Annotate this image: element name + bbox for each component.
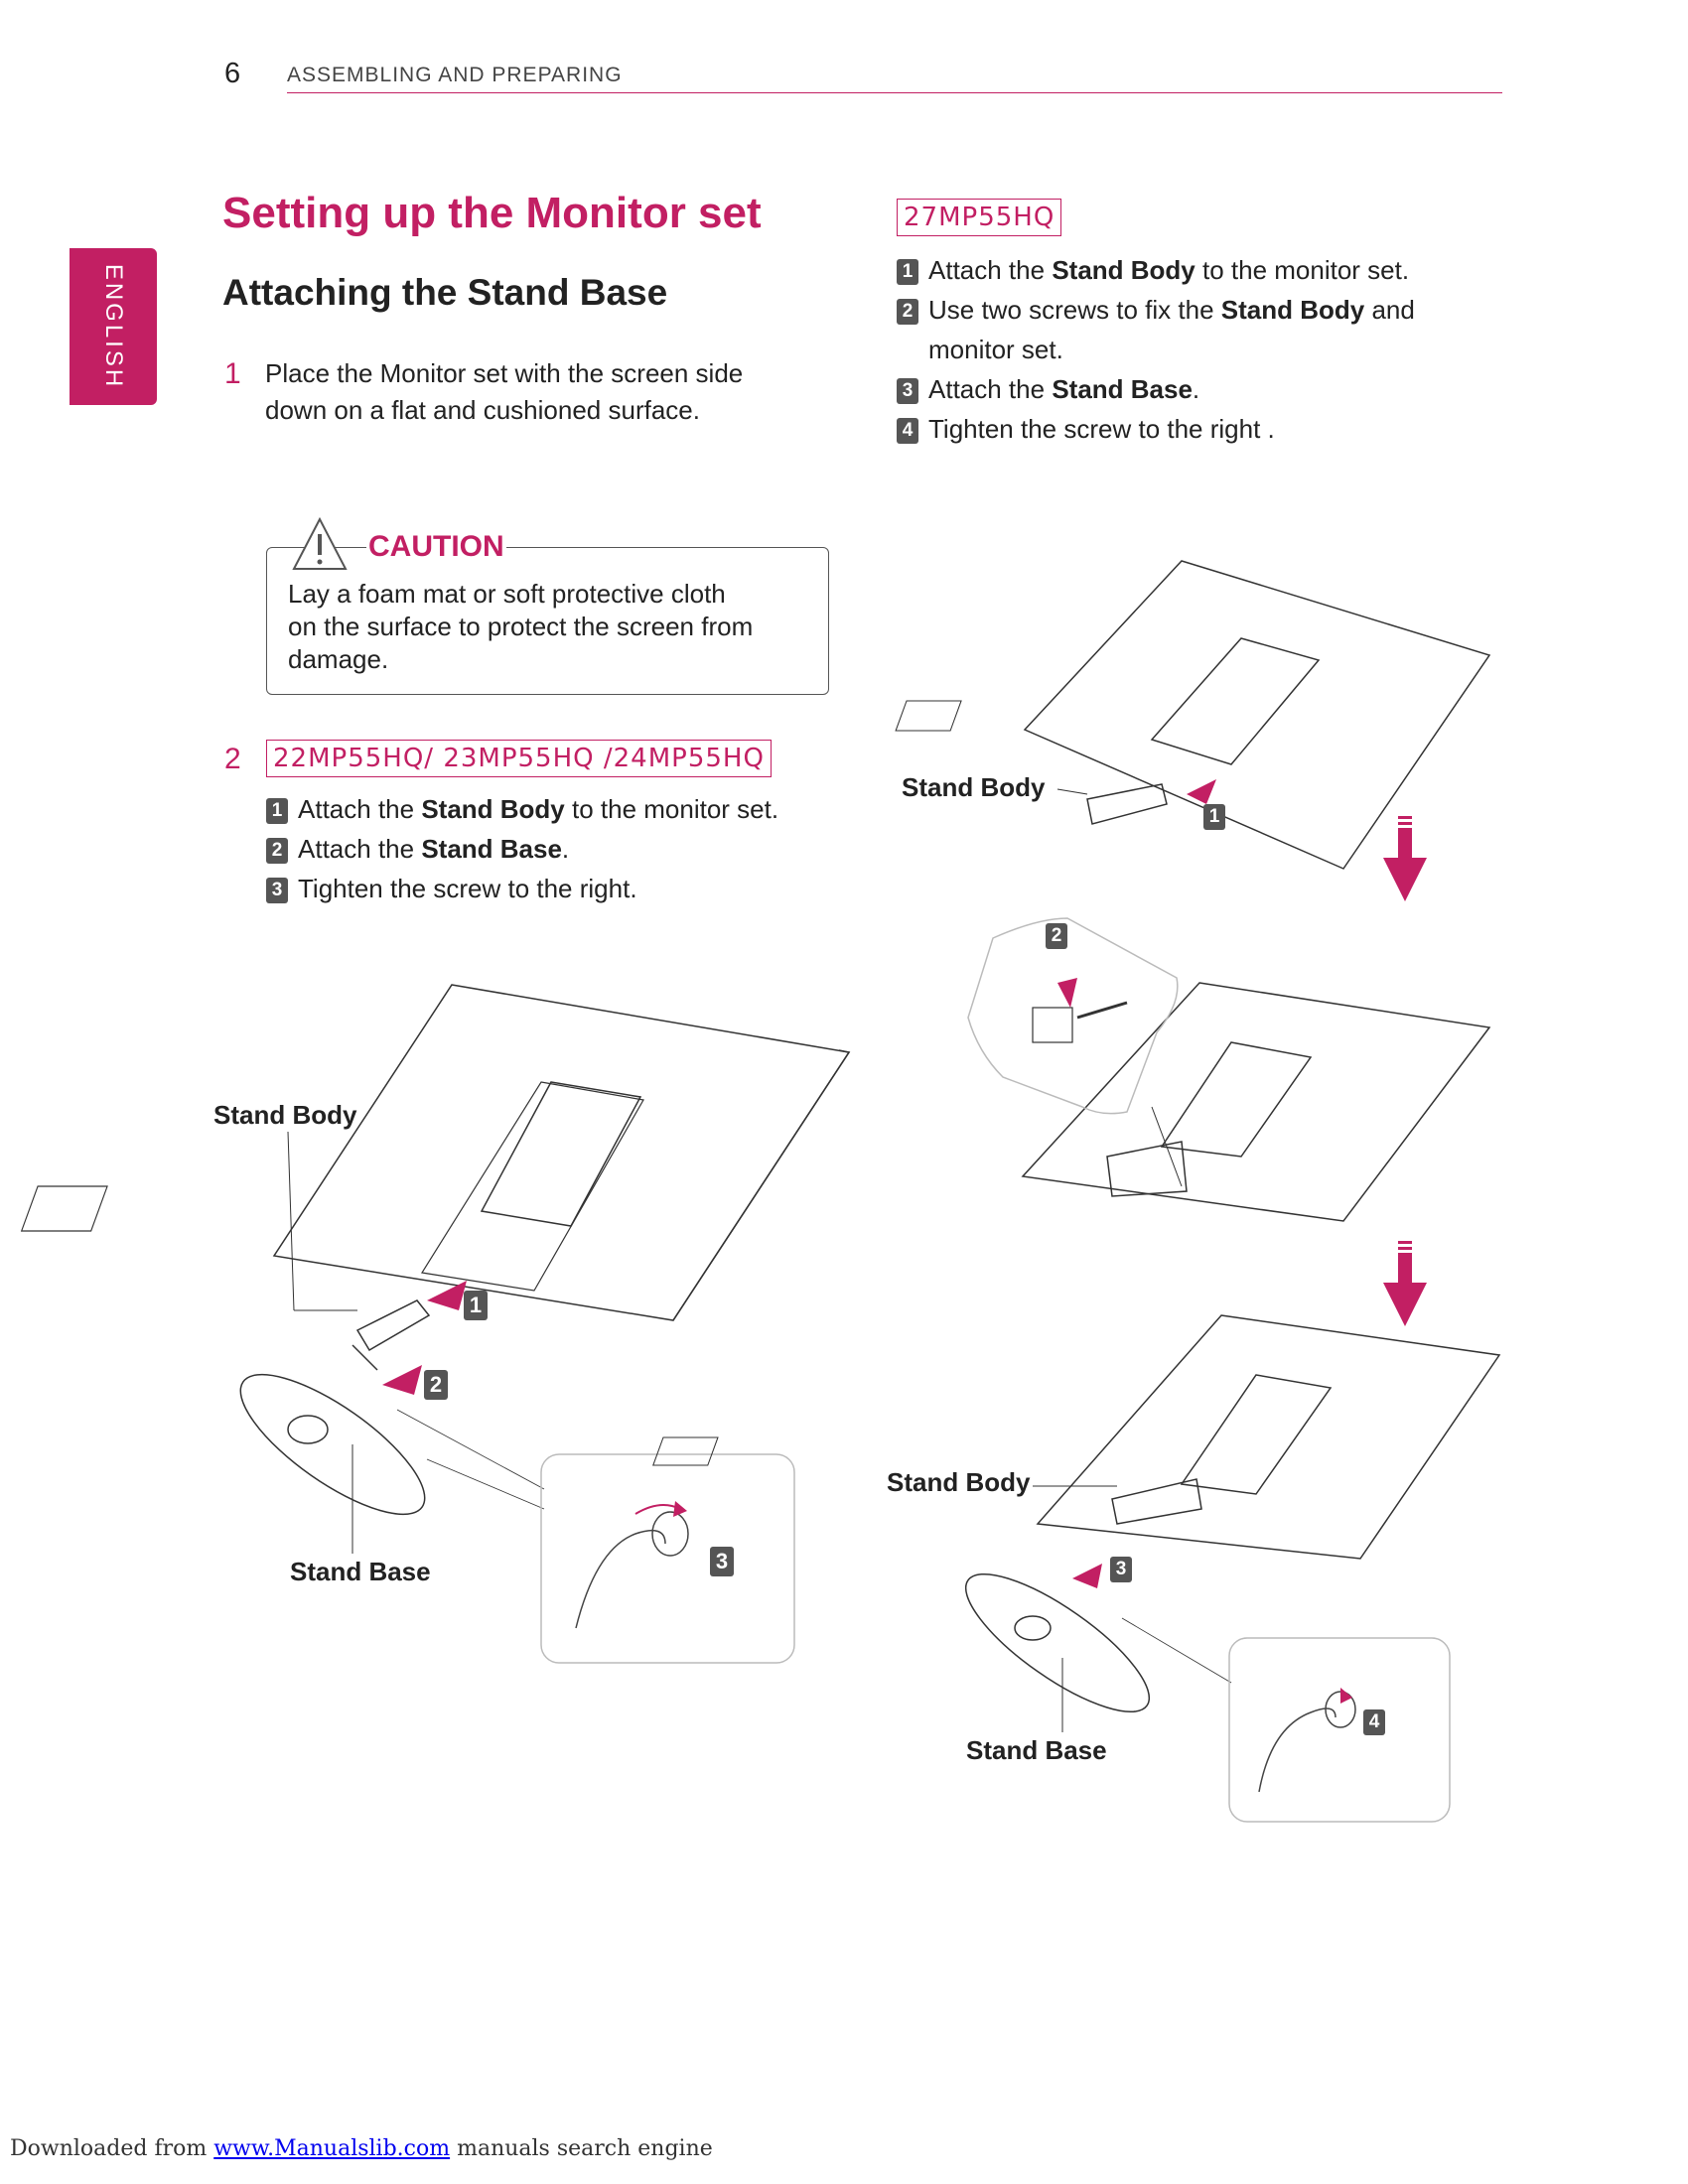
step-badge: 2 <box>897 299 918 326</box>
right-fig-badge-2: 2 <box>1046 923 1067 949</box>
left-stand-base-label: Stand Base <box>290 1557 431 1586</box>
caution-line-3: damage. <box>288 644 389 674</box>
caution-line-1: Lay a foam mat or soft protective cloth <box>288 579 726 609</box>
step-1-text: Place the Monitor set with the screen si… <box>265 355 743 429</box>
section-title: ASSEMBLING AND PREPARING <box>287 64 623 86</box>
step-badge: 3 <box>897 378 918 405</box>
left-monitor-illustration <box>20 984 851 1664</box>
step-2-number: 2 <box>224 743 241 775</box>
step-badge: 2 <box>266 838 288 865</box>
left-fig-badge-2: 2 <box>424 1370 448 1400</box>
right-fig-badge-1: 1 <box>1203 804 1225 830</box>
manualslib-link[interactable]: www.Manualslib.com <box>213 2136 451 2161</box>
caution-box <box>266 547 829 695</box>
right-fig-badge-4: 4 <box>1363 1709 1385 1735</box>
down-arrow-1 <box>1383 816 1427 901</box>
page-number: 6 <box>224 58 241 89</box>
right-models: 27MP55HQ <box>897 199 1062 236</box>
caution-title: CAUTION <box>366 530 506 564</box>
step-badge: 1 <box>897 259 918 286</box>
step-badge: 3 <box>266 878 288 904</box>
language-tab: ENGLISH <box>70 248 157 405</box>
page-title: Setting up the Monitor set <box>222 189 762 237</box>
arrow-2 <box>1057 978 1077 1008</box>
left-fig-badge-1: 1 <box>464 1291 488 1320</box>
arrow-4 <box>1340 1688 1352 1704</box>
right-monitor-illustration-bottom <box>652 1314 1501 1823</box>
caution-text: Lay a foam mat or soft protective cloth … <box>288 578 753 676</box>
left-fig-badge-3: 3 <box>710 1547 734 1576</box>
caution-line-2: on the surface to protect the screen fro… <box>288 612 754 641</box>
left-stand-body-label: Stand Body <box>213 1100 357 1130</box>
right-stand-body-label-bottom: Stand Body <box>887 1467 1031 1497</box>
header-rule <box>287 92 1502 93</box>
section-subtitle: Attaching the Stand Base <box>222 272 668 313</box>
right-stand-base-label: Stand Base <box>966 1735 1107 1765</box>
step-badge: 4 <box>897 418 918 445</box>
right-stand-body-label-top: Stand Body <box>902 772 1046 802</box>
step-1-number: 1 <box>224 357 241 390</box>
right-fig-badge-3: 3 <box>1110 1557 1132 1582</box>
step-1-line-1: Place the Monitor set with the screen si… <box>265 358 744 388</box>
right-monitor-illustration-middle <box>967 917 1491 1222</box>
arrow-3 <box>1072 1564 1102 1588</box>
right-item: monitor set. <box>928 335 1063 364</box>
down-arrow-2 <box>1383 1241 1427 1326</box>
right-monitor-illustration-top <box>895 560 1491 870</box>
step-1-line-2: down on a flat and cushioned surface. <box>265 395 700 425</box>
download-footer: Downloaded from www.Manualslib.com manua… <box>10 2136 713 2161</box>
left-arrows <box>382 1281 687 1517</box>
arrow-1 <box>1187 779 1216 804</box>
step-badge: 1 <box>266 798 288 825</box>
step-2-models: 22MP55HQ/ 23MP55HQ /24MP55HQ <box>266 740 772 777</box>
